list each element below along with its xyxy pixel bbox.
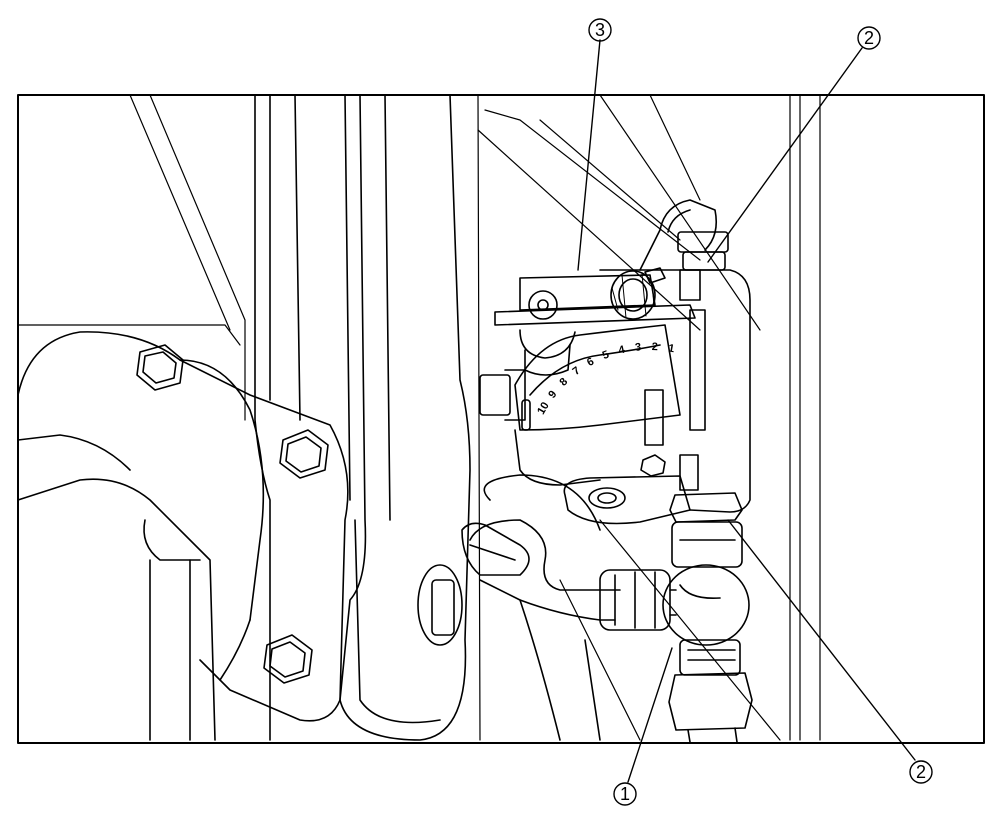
dial-number-10: 10: [535, 400, 552, 417]
gauge-tool: [479, 199, 751, 525]
leader-lines: [577, 39, 916, 783]
callout-2-bottom: 2: [909, 760, 933, 784]
callout-3-label: 3: [595, 20, 605, 40]
leader-line-2-bottom: [727, 519, 916, 761]
callout-1: 1: [613, 782, 637, 806]
illustration-frame: [17, 94, 985, 744]
callout-1-label: 1: [620, 784, 630, 804]
dial-number-4: 4: [617, 344, 627, 357]
dial-number-7: 7: [570, 365, 582, 378]
dial-number-3: 3: [634, 341, 641, 354]
callout-3: 3: [588, 18, 612, 42]
dial-number-2: 2: [652, 341, 659, 353]
dial-number-5: 5: [601, 349, 611, 362]
leader-line-2-top: [707, 47, 863, 263]
bolt-lower: [263, 634, 313, 684]
callout-2-bottom-label: 2: [916, 762, 926, 782]
callout-2-top-label: 2: [864, 28, 874, 48]
bolt-heads: [136, 344, 329, 684]
dial-number-9: 9: [546, 389, 559, 401]
leader-line-3: [577, 39, 601, 271]
bolt-top-left: [136, 344, 184, 391]
leader-line-1: [627, 647, 673, 783]
pipe-fittings: [461, 474, 753, 743]
dial-number-1: 1: [667, 342, 675, 355]
left-housing: [17, 331, 349, 741]
callouts: 3 2 2 1: [588, 18, 933, 806]
background-structure: [17, 94, 821, 741]
lever-arm: [254, 94, 471, 741]
bolt-middle: [279, 429, 329, 479]
dial-number-8: 8: [558, 376, 571, 389]
dial-number-6: 6: [585, 356, 596, 369]
callout-2-top: 2: [857, 26, 881, 50]
